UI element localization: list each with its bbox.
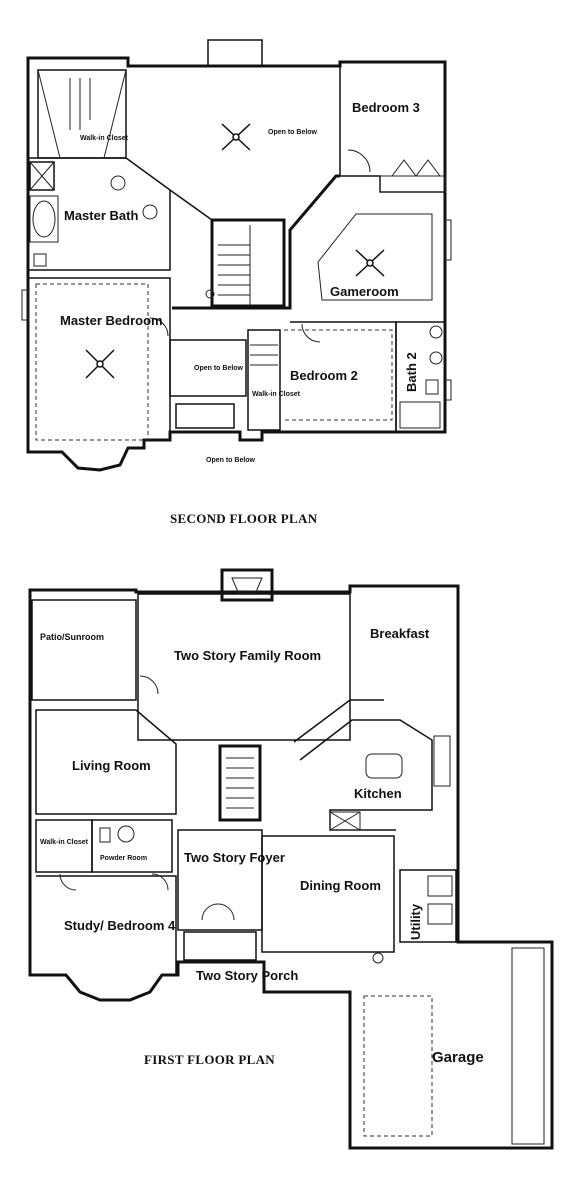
room-label-walkin-closet-2: Walk-in Closet <box>252 391 301 398</box>
ceiling-fan-icon <box>355 249 385 277</box>
room-label-dining-room: Dining Room <box>300 878 381 893</box>
room-label-bedroom2: Bedroom 2 <box>290 368 358 383</box>
ceiling-fan-icon <box>221 123 251 151</box>
room-label-family-room: Two Story Family Room <box>174 648 321 663</box>
walkin-closet-first <box>35 819 93 873</box>
first-floor-railing <box>293 699 384 743</box>
master-bedroom-walls <box>28 277 171 432</box>
room-label-bath2: Bath 2 <box>404 352 419 392</box>
room-label-open-to-below-2: Open to Below <box>194 365 244 372</box>
second-floor-title: SECOND FLOOR PLAN <box>170 511 318 526</box>
second-floor-railing <box>169 189 213 221</box>
family-room-walls <box>137 593 351 741</box>
room-label-study: Study/ Bedroom 4 <box>64 918 176 933</box>
utility-walls <box>399 869 457 943</box>
kitchen-walls <box>299 719 433 831</box>
first-floor-exterior-walls <box>28 584 554 1150</box>
sink <box>142 204 158 220</box>
first-floor-stair <box>218 744 262 822</box>
room-label-bedroom3: Bedroom 3 <box>352 100 420 115</box>
room-label-walkin-closet-first: Walk-in Closet <box>40 839 89 846</box>
bedroom3-walls <box>339 66 445 193</box>
room-label-porch: Two Story Porch <box>196 968 298 983</box>
powder-room-walls <box>91 819 173 873</box>
garage-parking-outline <box>363 995 433 1137</box>
walkin-closet-outline <box>37 69 127 159</box>
foyer-walls <box>177 829 263 931</box>
bathtub <box>29 195 59 243</box>
room-label-patio: Patio/Sunroom <box>40 632 104 642</box>
porch-walls <box>183 931 257 961</box>
bathtub-basin <box>32 200 56 238</box>
gameroom-outline <box>317 213 433 301</box>
room-label-garage: Garage <box>432 1049 484 1066</box>
second-floor-exterior-walls <box>26 56 447 472</box>
second-floor-chimney-bump <box>207 39 263 67</box>
room-label-powder-room: Powder Room <box>100 855 147 862</box>
first-floor-plan <box>28 568 554 1150</box>
second-floor-railing <box>172 174 340 310</box>
toilet <box>33 253 47 267</box>
open-to-below-area <box>169 339 247 397</box>
room-label-open-to-below-3: Open to Below <box>206 457 256 464</box>
fireplace <box>220 568 274 602</box>
window <box>21 289 29 321</box>
window <box>444 219 452 261</box>
room-label-open-to-below-1: Open to Below <box>268 129 318 136</box>
room-label-utility: Utility <box>408 903 423 940</box>
ceiling-fan-icon <box>85 349 115 379</box>
shower <box>29 161 55 191</box>
room-label-master-bath: Master Bath <box>64 208 138 223</box>
dining-room-walls <box>261 835 395 953</box>
room-label-kitchen: Kitchen <box>354 786 402 801</box>
room-label-breakfast: Breakfast <box>370 626 430 641</box>
room-label-foyer: Two Story Foyer <box>184 850 285 865</box>
room-label-living-room: Living Room <box>72 758 151 773</box>
bath2-tub <box>399 401 441 429</box>
room-label-master-bedroom: Master Bedroom <box>60 313 163 328</box>
bedroom3-closet <box>379 175 446 193</box>
cooktop <box>329 811 361 831</box>
first-floor-title: FIRST FLOOR PLAN <box>144 1052 275 1067</box>
study-walls <box>36 875 177 975</box>
bath2-walls <box>395 321 446 433</box>
lower-stair <box>247 329 281 431</box>
second-floor-stair <box>210 218 286 308</box>
room-label-gameroom: Gameroom <box>330 284 399 299</box>
kitchen-island <box>365 753 403 779</box>
room-label-walkin-closet: Walk-in Closet <box>80 135 129 142</box>
second-floor-plan <box>21 39 452 472</box>
living-room-walls <box>35 709 177 815</box>
patio-sunroom-walls <box>31 599 137 701</box>
sink <box>110 175 126 191</box>
